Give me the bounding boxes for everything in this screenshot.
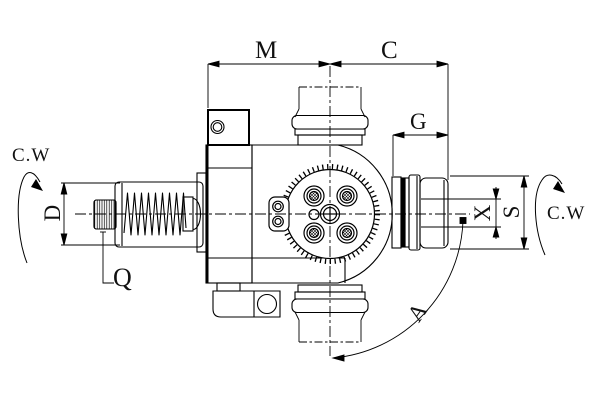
rotation-arrows [17, 172, 565, 264]
nozzle-ring-1 [391, 176, 402, 249]
rotation-arrow-right-head [553, 181, 565, 193]
top-port-block [207, 109, 250, 146]
dimension-lines [60, 60, 529, 362]
dial-bolt-top-right [336, 185, 358, 207]
rotation-label-right: C.W [547, 203, 586, 224]
dim-label-m: M [255, 37, 278, 64]
rotation-label-left: C.W [12, 145, 51, 166]
dial-bolt-top-left [303, 185, 325, 207]
dim-label-x: X [469, 204, 495, 222]
main-body [205, 109, 393, 318]
right-nozzle-fitting [391, 174, 449, 251]
dim-label-q: Q [113, 263, 132, 292]
bottom-bracket-neck [216, 282, 241, 292]
dial-bolt-bottom-left [303, 222, 325, 244]
dim-label-c: C [381, 37, 398, 64]
angle-arc-a [332, 220, 464, 359]
knurled-knob [93, 199, 117, 230]
top-port-hole [210, 119, 225, 135]
nozzle-cylinder [419, 177, 449, 249]
knurled-knob-outline [93, 199, 117, 230]
rotation-arrow-left-head [31, 179, 43, 191]
leader-q [102, 232, 114, 284]
mount-flange [196, 172, 207, 253]
centerlines [75, 66, 470, 356]
dial-pin-hole [308, 208, 320, 221]
bottom-bracket [212, 290, 281, 318]
dim-label-g: G [410, 109, 427, 134]
dim-label-s: S [498, 205, 524, 219]
top-port-hole-inner [212, 122, 223, 132]
rotation-arrow-left [17, 172, 41, 264]
spring-housing [114, 181, 204, 248]
adjuster-spring [123, 192, 187, 236]
dim-label-d: D [39, 204, 65, 222]
bottom-bracket-hole [256, 293, 278, 315]
dial-bolt-bottom-right [336, 222, 358, 244]
nozzle-ring-2 [404, 177, 410, 248]
nozzle-cap-ring [408, 174, 421, 251]
left-adjuster-assembly [93, 172, 207, 253]
nozzle-seal-ring [400, 177, 406, 248]
rotation-arrow-right [534, 174, 563, 256]
